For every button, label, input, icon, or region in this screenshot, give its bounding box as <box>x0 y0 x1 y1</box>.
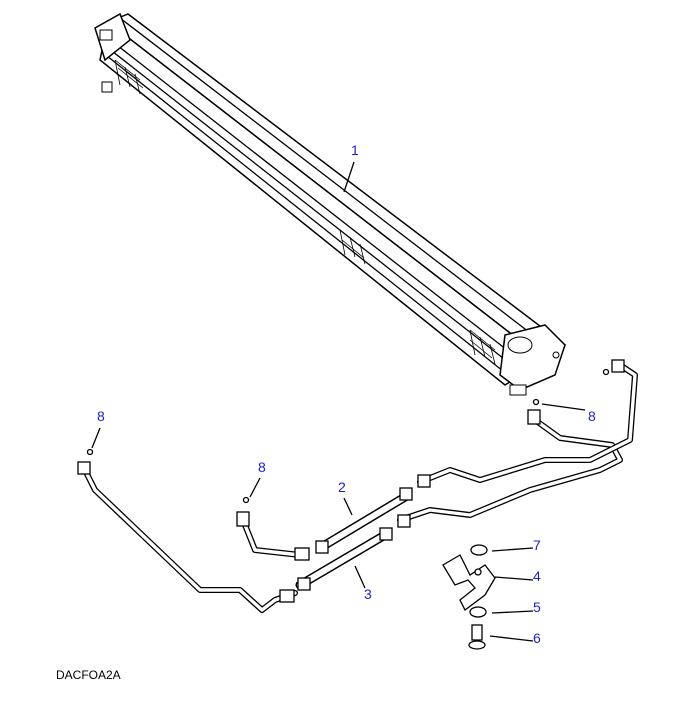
callout-5: 5 <box>533 599 541 615</box>
callout-2: 2 <box>338 479 346 495</box>
hoses <box>295 492 410 590</box>
callout-3: 3 <box>364 586 372 602</box>
callout-4: 4 <box>533 568 541 584</box>
clamp-assembly <box>442 544 496 650</box>
callout-6: 6 <box>533 630 541 646</box>
fittings <box>77 359 625 603</box>
callout-8: 8 <box>258 459 266 475</box>
diagram-code: DACFOA2A <box>56 668 121 682</box>
oil-cooler <box>94 12 567 396</box>
pipes <box>82 362 638 613</box>
callout-8: 8 <box>588 408 596 424</box>
callout-7: 7 <box>533 537 541 553</box>
callout-8: 8 <box>97 408 105 424</box>
leader-lines <box>91 161 586 642</box>
callout-1: 1 <box>351 142 359 158</box>
